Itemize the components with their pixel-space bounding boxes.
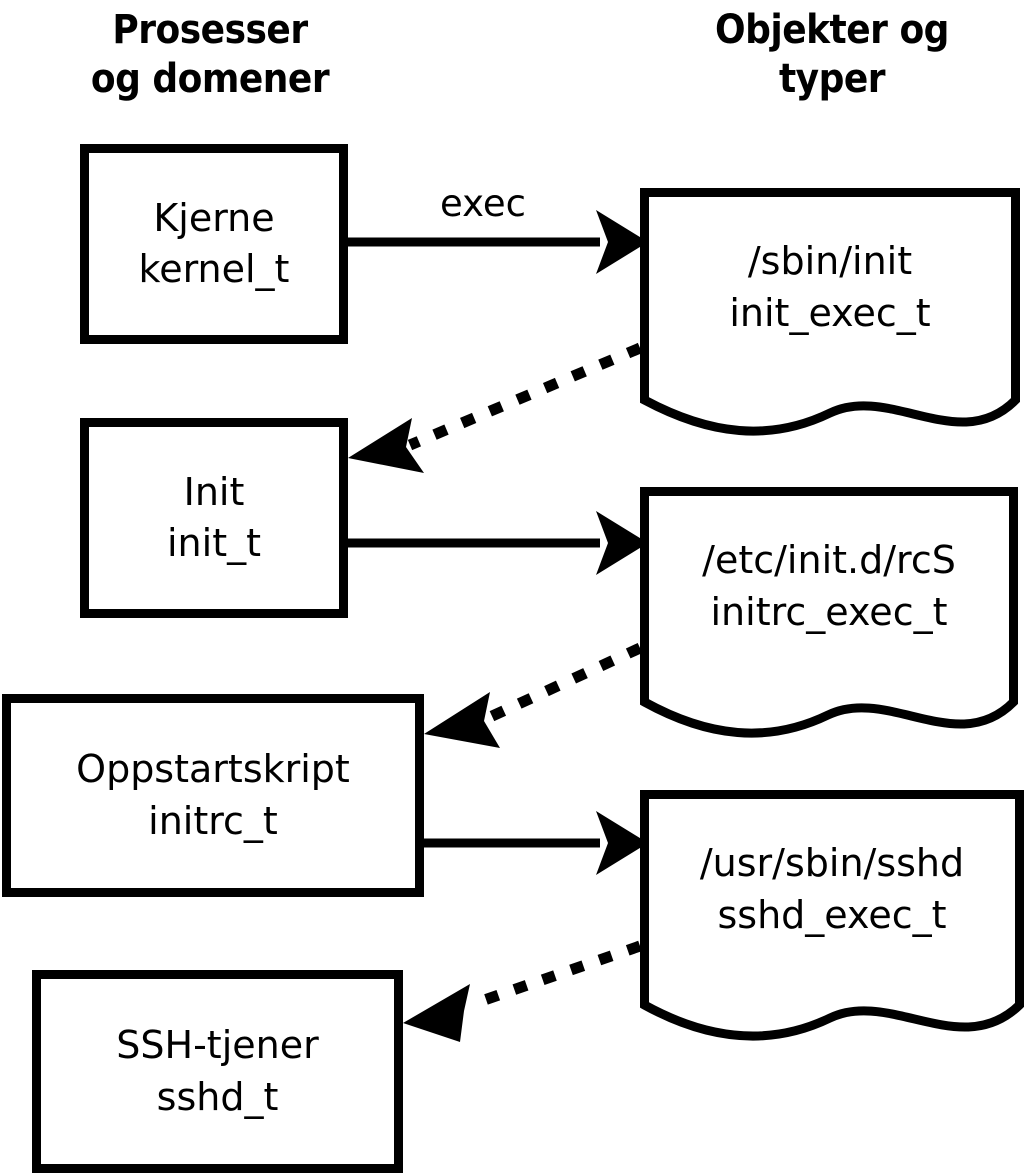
process-box-ssh-tjener-name: SSH-tjener <box>116 1023 319 1068</box>
edge-etc-initd-rcs-to-oppstartskript <box>424 643 643 748</box>
process-box-kjerne-type: kernel_t <box>138 247 290 291</box>
document-shape-icon <box>640 188 1020 436</box>
arrowhead-icon <box>348 418 424 473</box>
column-header-processes: Prosesser og domener <box>90 7 330 102</box>
column-header-objects: Objekter og typer <box>715 7 949 102</box>
process-box-init-type: init_t <box>167 521 261 565</box>
arrowhead-icon <box>403 984 470 1042</box>
object-doc-usr-sbin-sshd[interactable]: /usr/sbin/sshd sshd_exec_t <box>640 790 1024 1041</box>
process-box-oppstartskript-name: Oppstartskript <box>76 747 350 792</box>
edge-oppstartskript-to-usr-sbin-sshd <box>424 811 648 875</box>
process-box-init[interactable]: Init init_t <box>80 418 348 618</box>
process-box-kjerne-name: Kjerne <box>153 195 275 240</box>
arrowhead-icon <box>424 692 500 748</box>
object-doc-sbin-init[interactable]: /sbin/init init_exec_t <box>640 188 1020 436</box>
object-doc-etc-initd-rcs[interactable]: /etc/init.d/rcS initrc_exec_t <box>640 487 1018 738</box>
process-box-oppstartskript[interactable]: Oppstartskript initrc_t <box>2 694 424 897</box>
edge-init-to-etc-initd-rcs <box>348 511 648 575</box>
edge-label-exec: exec <box>440 182 526 225</box>
edge-usr-sbin-sshd-to-ssh-tjener <box>403 940 642 1042</box>
process-box-ssh-tjener[interactable]: SSH-tjener sshd_t <box>32 970 403 1173</box>
process-box-oppstartskript-type: initrc_t <box>148 798 278 843</box>
document-shape-icon <box>640 790 1024 1041</box>
process-box-kjerne[interactable]: Kjerne kernel_t <box>80 144 348 344</box>
document-shape-icon <box>640 487 1018 738</box>
edge-sbin-init-to-init <box>348 342 643 473</box>
process-box-init-name: Init <box>183 469 245 514</box>
process-box-ssh-tjener-type: sshd_t <box>156 1074 279 1119</box>
